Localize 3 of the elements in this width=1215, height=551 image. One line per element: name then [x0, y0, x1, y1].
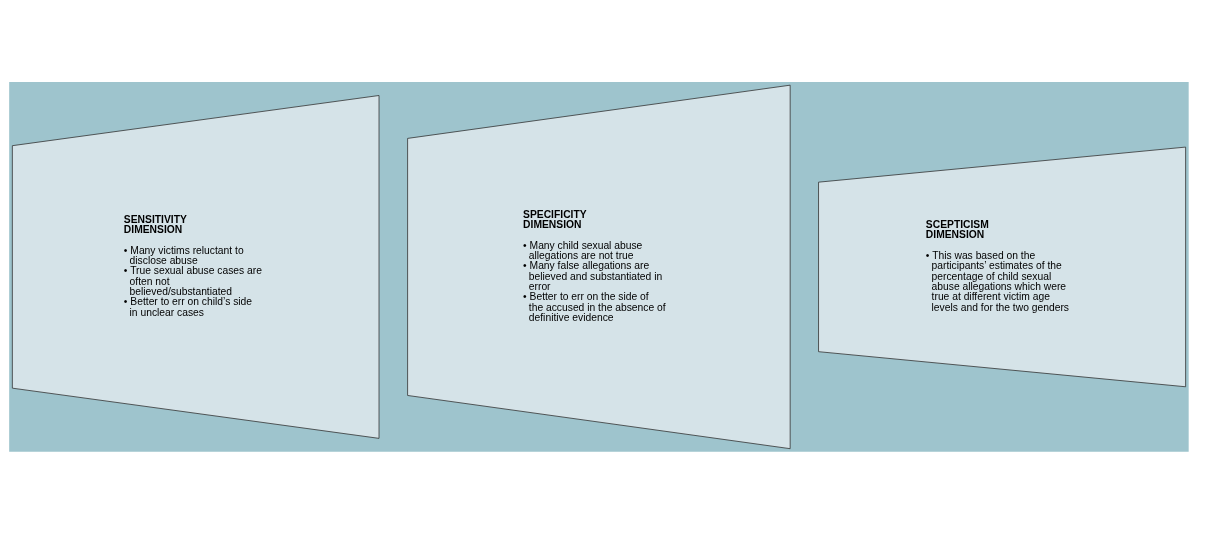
node-box: SCEPTICISM DIMENSION • This was based on the participants’ estimates of the percentage of child sexual abuse allegations which were true at different victim age levels and for the two genders	[818, 146, 1186, 388]
node-box: SPECIFICITY DIMENSION • Many child sexual abuse allegations are not true • Many false allegations are believed and substantiated in error • Better to err on the side of the accused in the absence of definitive evidence	[407, 84, 791, 450]
node-box: SENSITIVITY DIMENSION • Many victims reluctant to disclose abuse • True sexual abuse cases are often not believed/substantiated • Better to err on child’s side in unclear cases	[11, 95, 380, 439]
